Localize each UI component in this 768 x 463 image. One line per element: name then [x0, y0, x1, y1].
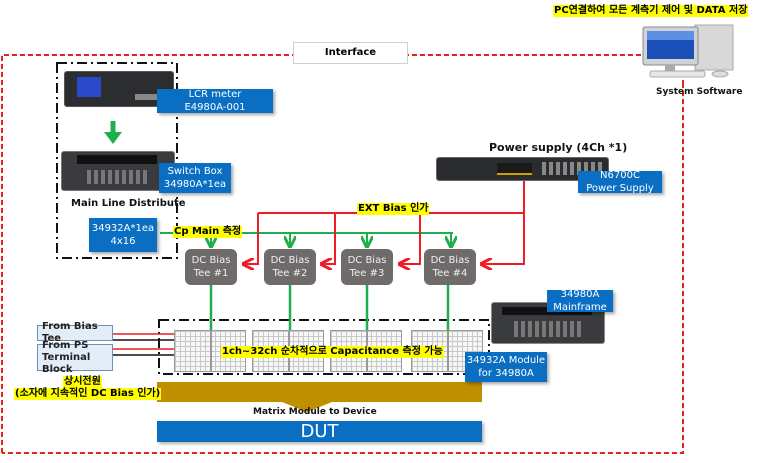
module-for-34980a-label: 34932A Module for 34980A	[465, 352, 547, 382]
system-software-label: System Software	[656, 87, 743, 97]
power-supply-title: Power supply (4Ch *1)	[489, 141, 628, 154]
constant-power-label: 상시전원	[63, 376, 102, 388]
interface-boundary	[1, 54, 645, 453]
from-ps-terminal-block-box: From PS Terminal Block	[37, 340, 113, 375]
from-bias-tee-box: From Bias Tee	[37, 321, 113, 344]
pc-control-note: PC연결하여 모든 계측기 제어 및 DATA 저장	[553, 5, 749, 17]
ext-bias-annotation: EXT Bias 인가	[357, 203, 430, 215]
sequential-measurement-annotation: 1ch~32ch 순차적으로 Capacitance 측정 가능	[221, 346, 444, 358]
interface-boundary-right	[2, 83, 684, 454]
switch-box-label: Switch Box 34980A*1ea	[159, 163, 231, 193]
matrix-frame	[158, 319, 490, 375]
main-line-frame	[56, 62, 178, 259]
dut-box: DUT	[157, 421, 482, 442]
n6700c-label: N6700C Power Supply	[578, 170, 662, 194]
matrix-to-device-label: Matrix Module to Device	[253, 407, 377, 417]
computer-icon	[640, 22, 740, 80]
cp-main-annotation: Cp Main 측정	[173, 226, 243, 238]
module-34932a-label: 34932A*1ea 4x16	[89, 218, 157, 252]
constant-power-note: (소자에 지속적인 DC Bias 인가)	[14, 388, 162, 400]
mainframe-label: 34980A Mainframe	[547, 289, 613, 313]
main-line-distribute-title: Main Line Distribute	[71, 198, 186, 209]
interface-label: Interface	[293, 42, 408, 64]
lcr-meter-label: LCR meter E4980A-001	[157, 89, 273, 113]
switch-box-device	[61, 151, 175, 191]
lcr-meter-device	[64, 71, 174, 107]
matrix-to-device-bar	[157, 382, 482, 402]
